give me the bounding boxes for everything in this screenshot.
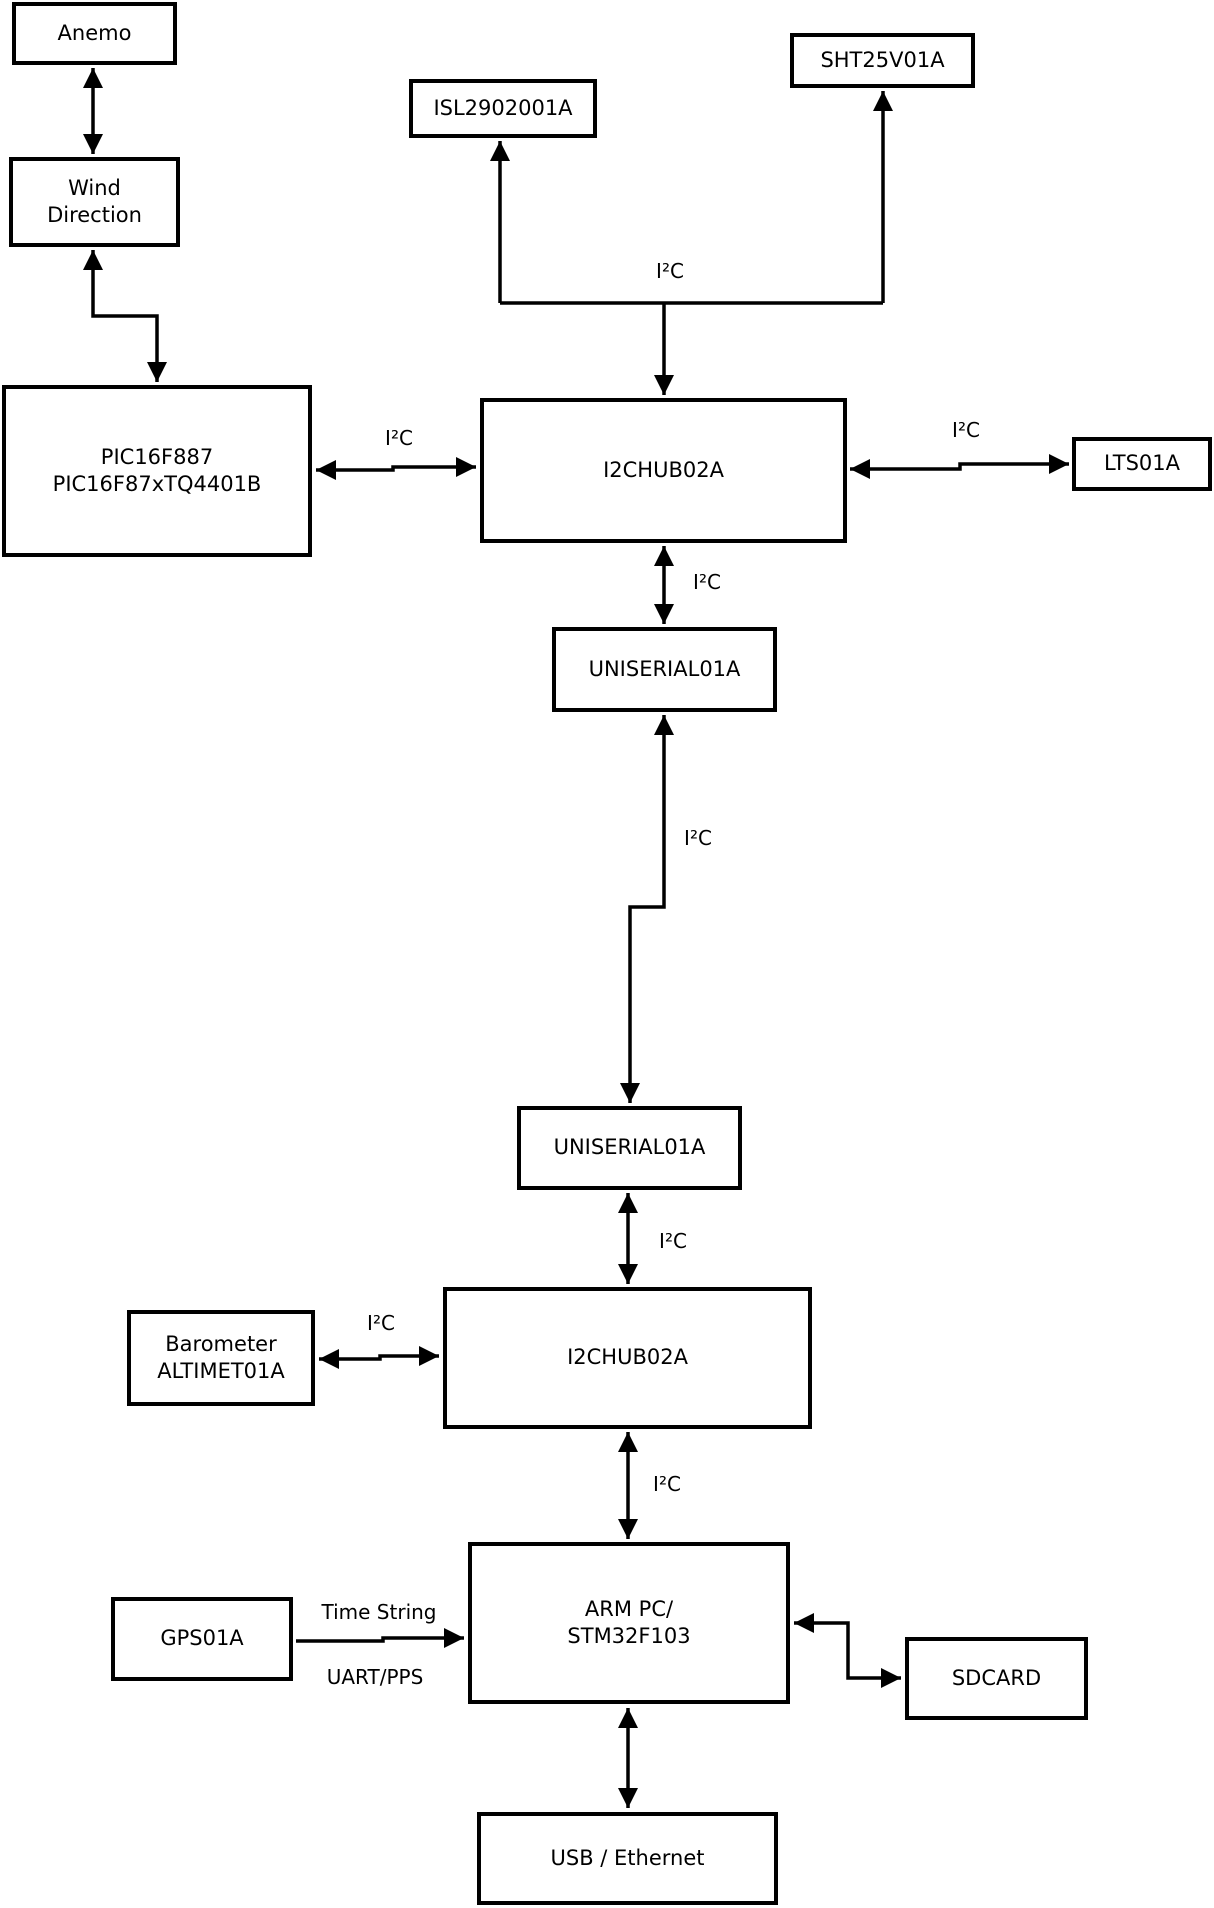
node-label-line: Direction [47,203,142,227]
node-label-line: PIC16F87xTQ4401B [52,472,262,496]
node-i2chub02a-top: I2CHUB02A [480,398,847,543]
edge-label-time-string: Time String [321,1600,437,1624]
edge-armpc-sdcard [794,1613,901,1688]
node-label-line: Wind [68,175,121,200]
edge-label-i2c-pic-hub: I²C [385,426,413,450]
node-label-line: ALTIMET01A [157,1359,285,1383]
node-i2chub02a-bottom: I2CHUB02A [443,1287,812,1429]
edge-label-i2c-uniserial-hub2: I²C [659,1229,687,1253]
edge-label-i2c-long-line: I²C [684,826,712,850]
node-anemo: Anemo [12,2,177,65]
edge-winddirection-pic [83,250,167,382]
node-label-line: STM32F103 [567,1624,691,1648]
edge-barometer-i2chub-bottom [319,1346,439,1369]
edge-i2chub-top-lts [850,454,1069,479]
node-gps01a: GPS01A [111,1597,293,1681]
edge-label-i2c-hub2-armpc: I²C [653,1472,681,1496]
edge-pic-i2chub-top [316,457,476,480]
node-sht25v01a: SHT25V01A [790,33,975,88]
edge-label-i2c-hub-lts: I²C [952,418,980,442]
node-label-line: ARM PC/ [584,1596,674,1621]
node-lts01a: LTS01A [1072,437,1212,491]
edge-gps-armpc [296,1628,464,1648]
node-label-line: Barometer [165,1331,277,1356]
node-isl2902001a: ISL2902001A [409,79,597,138]
node-sdcard: SDCARD [905,1637,1088,1720]
node-armpc-stm32f103: ARM PC/ STM32F103 [468,1542,790,1704]
edge-label-i2c-barometer-hub2: I²C [367,1311,395,1335]
node-pic16f887: PIC16F887 PIC16F87xTQ4401B [2,385,312,557]
node-label-line: PIC16F887 [100,444,214,469]
edge-label-i2c-hub-uniserial: I²C [693,570,721,594]
edge-uniserial-top-uniserial-bottom [620,715,674,1103]
node-barometer-altimet01a: Barometer ALTIMET01A [127,1310,315,1406]
edge-label-i2c-branch: I²C [656,259,684,283]
node-uniserial01a-bottom: UNISERIAL01A [517,1106,742,1190]
edge-label-uart-pps: UART/PPS [326,1665,424,1689]
node-uniserial01a-top: UNISERIAL01A [552,627,777,712]
node-wind-direction: Wind Direction [9,157,180,247]
node-usb-ethernet: USB / Ethernet [477,1812,778,1905]
